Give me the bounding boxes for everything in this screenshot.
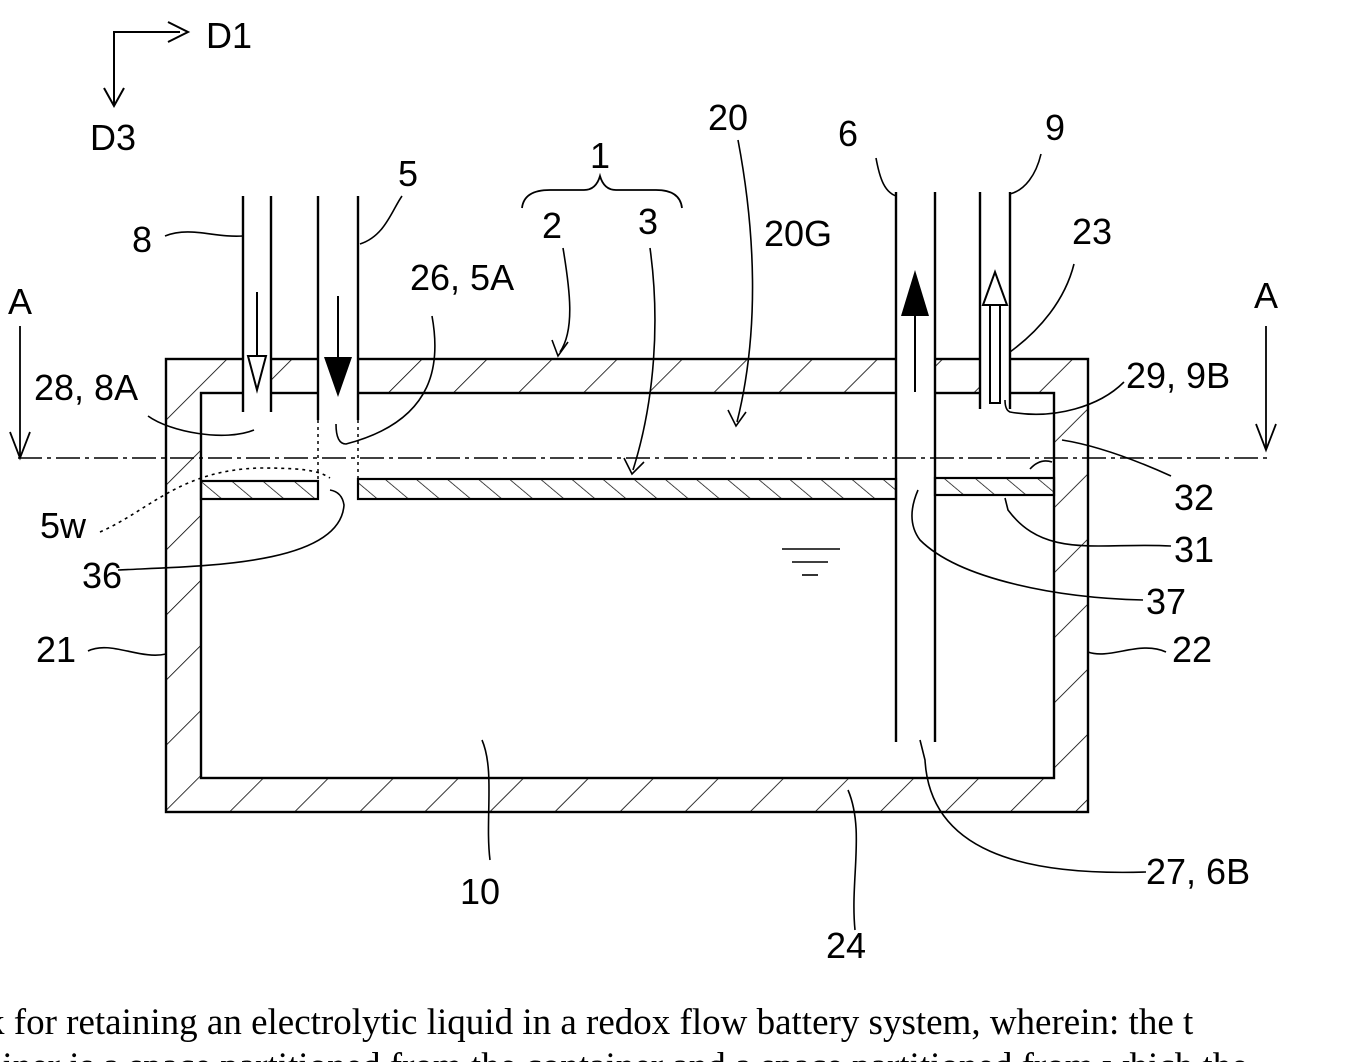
label-36: 36 — [82, 555, 122, 596]
label-37: 37 — [1146, 581, 1186, 622]
direction-d1-label: D1 — [206, 15, 252, 56]
label-10: 10 — [460, 871, 500, 912]
caption-line-1: k for retaining an electrolytic liquid i… — [0, 1000, 1351, 1046]
label-6: 6 — [838, 113, 858, 154]
label-32: 32 — [1174, 477, 1214, 518]
label-27-6b: 27, 6B — [1146, 851, 1250, 892]
label-31: 31 — [1174, 529, 1214, 570]
partition-plate — [201, 478, 1054, 499]
label-20g: 20G — [764, 213, 832, 254]
label-3: 3 — [638, 201, 658, 242]
caption-line-2: ainer is a space partitioned from the co… — [0, 1044, 1351, 1062]
label-1: 1 — [590, 135, 610, 176]
pipe-5-dotted-extension — [318, 420, 358, 480]
label-2: 2 — [542, 205, 562, 246]
tank-outer-outline — [166, 359, 1088, 812]
label-8: 8 — [132, 219, 152, 260]
label-28-8a: 28, 8A — [34, 367, 138, 408]
label-21: 21 — [36, 629, 76, 670]
section-label-left: A — [8, 281, 32, 322]
label-9: 9 — [1045, 107, 1065, 148]
label-29-9b: 29, 9B — [1126, 355, 1230, 396]
label-24: 24 — [826, 925, 866, 966]
label-26-5a: 26, 5A — [410, 257, 514, 298]
label-20: 20 — [708, 97, 748, 138]
caption-text: k for retaining an electrolytic liquid i… — [0, 1000, 1365, 1062]
tank-inner-outline — [201, 393, 1054, 778]
tank-wall — [166, 359, 1088, 812]
label-5: 5 — [398, 153, 418, 194]
label-23: 23 — [1072, 211, 1112, 252]
direction-indicator: D1 D3 — [90, 15, 252, 158]
label-5w: 5w — [40, 505, 87, 546]
section-label-right: A — [1254, 275, 1278, 316]
label-22: 22 — [1172, 629, 1212, 670]
direction-d3-label: D3 — [90, 117, 136, 158]
liquid-level-symbol — [782, 549, 840, 575]
